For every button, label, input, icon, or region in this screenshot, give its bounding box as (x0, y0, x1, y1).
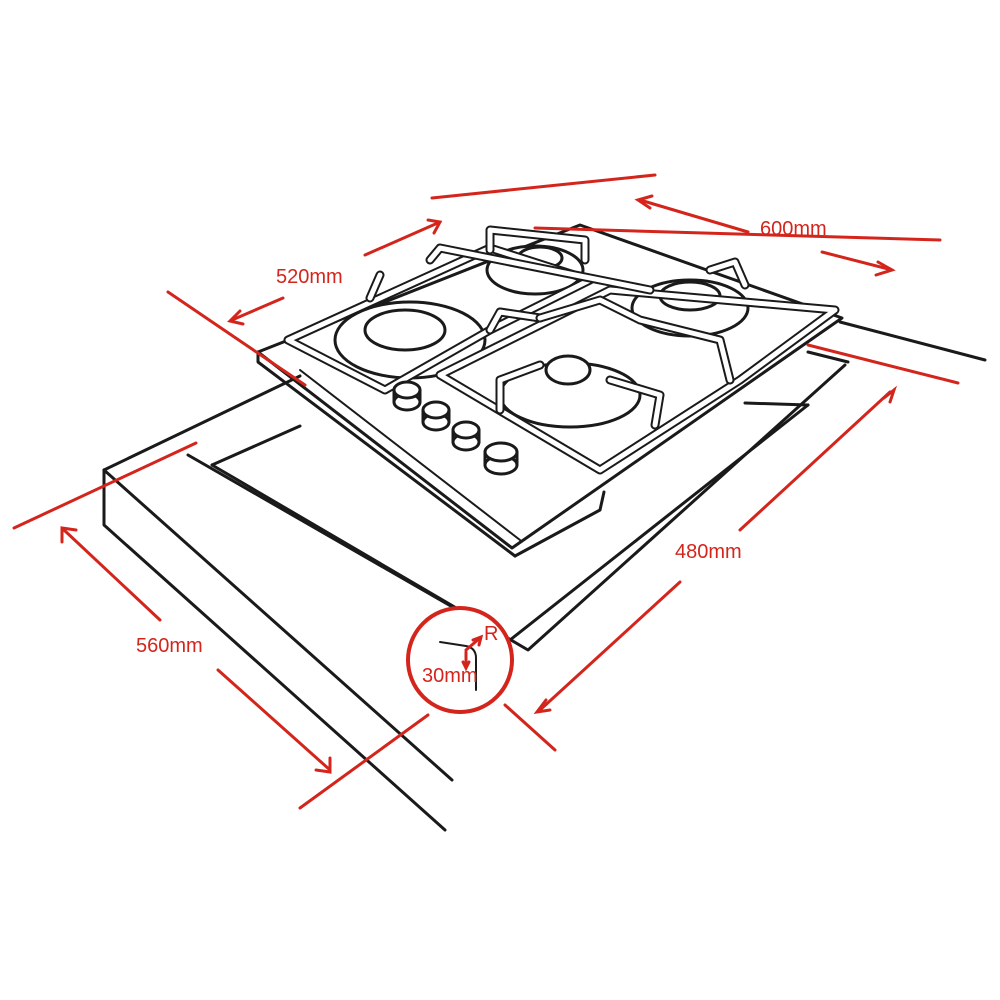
countertop (102, 320, 987, 832)
dimension-width: 600mm (430, 173, 942, 277)
offset-label: 30mm (422, 665, 478, 687)
knob-4[interactable] (483, 441, 519, 476)
knob-2[interactable] (421, 400, 451, 432)
dimension-cutout-depth: 560mm (12, 441, 430, 810)
hob-plate (256, 223, 844, 558)
burner-front-right (498, 354, 642, 429)
width-label: 600mm (760, 218, 827, 240)
knob-1[interactable] (392, 380, 422, 412)
dimension-cutout-width: 480mm (503, 343, 960, 752)
cutout-depth-label: 560mm (136, 635, 203, 657)
corner-radius-detail: R 30mm (406, 606, 514, 714)
knob-3[interactable] (451, 420, 481, 452)
cutout-width-label: 480mm (675, 541, 742, 563)
radius-label: R (484, 623, 498, 645)
dimension-depth: 520mm (166, 218, 443, 387)
depth-label: 520mm (276, 266, 343, 288)
control-knobs (392, 380, 519, 476)
pan-supports (283, 225, 840, 475)
